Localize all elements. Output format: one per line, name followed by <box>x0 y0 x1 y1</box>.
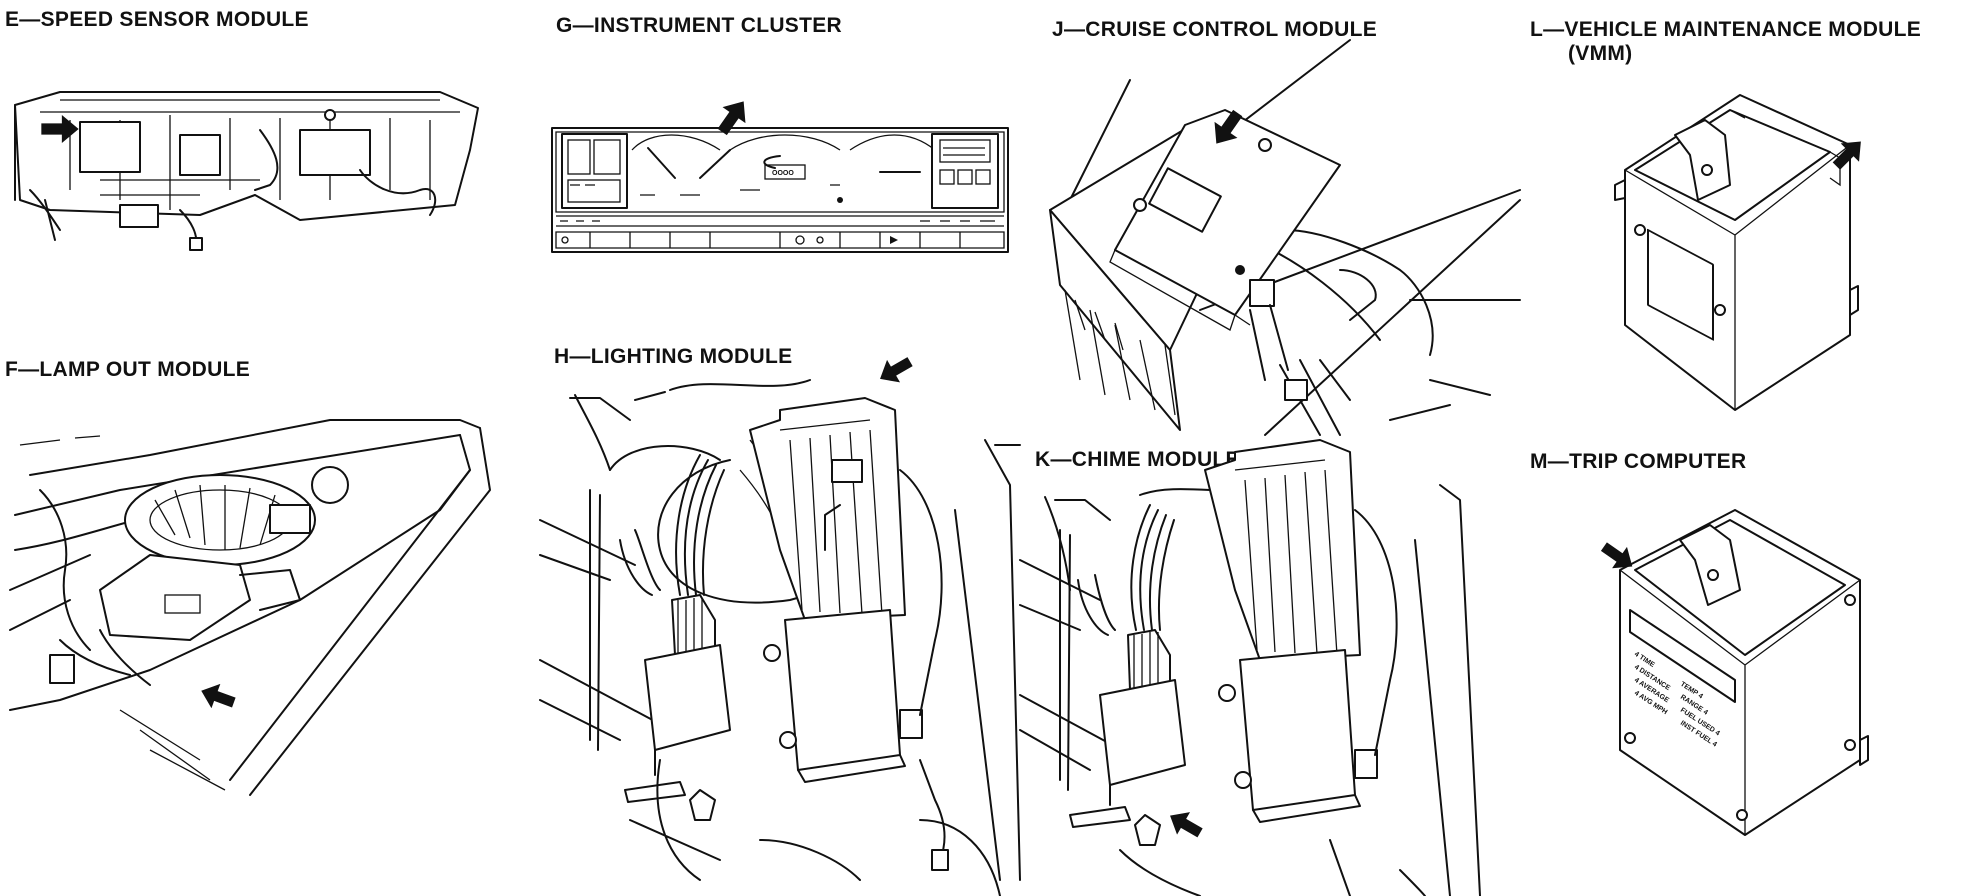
caption-chime-module: K—CHIME MODULE <box>1035 448 1240 471</box>
panel-lamp-out-module: F—LAMP OUT MODULE <box>0 340 540 896</box>
pointer-arrow-icon <box>873 350 917 391</box>
caption-speed-sensor-module: E—SPEED SENSOR MODULE <box>5 8 309 31</box>
illustration-vmm-box <box>1614 94 1871 411</box>
caption-vehicle-maintenance-module: L—VEHICLE MAINTENANCE MODULE (VMM) <box>1530 18 1921 66</box>
illustration-cruise-control-module <box>1049 39 1521 436</box>
pointer-arrow-icon <box>196 678 239 715</box>
illustration-dashboard <box>14 91 479 251</box>
caption-lighting-module: H—LIGHTING MODULE <box>554 345 793 368</box>
caption-line-2: (VMM) <box>1568 42 1633 65</box>
panel-chime-module: K—CHIME MODULE <box>1019 439 1530 896</box>
illustration-rear-package-tray <box>9 419 491 796</box>
panel-instrument-cluster: G—INSTRUMENT CLUSTER OOOO <box>540 0 1020 320</box>
illustration-trip-computer-box: 4 TIME 4 DISTANCE 4 AVERAGE 4 AVG MPH TE… <box>1596 509 1869 836</box>
caption-trip-computer: M—TRIP COMPUTER <box>1530 450 1747 473</box>
caption-lamp-out-module: F—LAMP OUT MODULE <box>5 358 251 381</box>
illustration-chime-module <box>1019 439 1481 896</box>
caption-cruise-control-module: J—CRUISE CONTROL MODULE <box>1052 18 1378 41</box>
panel-trip-computer: M—TRIP COMPUTER 4 TIME 4 DISTANCE 4 AVER… <box>1530 440 1962 896</box>
panel-cruise-control-module: J—CRUISE CONTROL MODULE <box>1020 0 1530 440</box>
illustration-instrument-cluster: OOOO <box>551 93 1009 253</box>
pointer-arrow-icon <box>1163 804 1207 845</box>
illustration-lighting-module <box>539 350 1021 896</box>
pointer-arrow-icon <box>710 93 756 140</box>
caption-instrument-cluster: G—INSTRUMENT CLUSTER <box>556 14 842 37</box>
svg-text:OOOO: OOOO <box>772 170 794 177</box>
caption-line-1: L—VEHICLE MAINTENANCE MODULE <box>1530 18 1922 41</box>
pointer-arrow-icon <box>41 115 79 143</box>
panel-vehicle-maintenance-module: L—VEHICLE MAINTENANCE MODULE (VMM) <box>1530 0 1962 440</box>
panel-speed-sensor-module: E—SPEED SENSOR MODULE <box>0 0 540 340</box>
panel-lighting-module: H—LIGHTING MODULE <box>539 320 1021 896</box>
